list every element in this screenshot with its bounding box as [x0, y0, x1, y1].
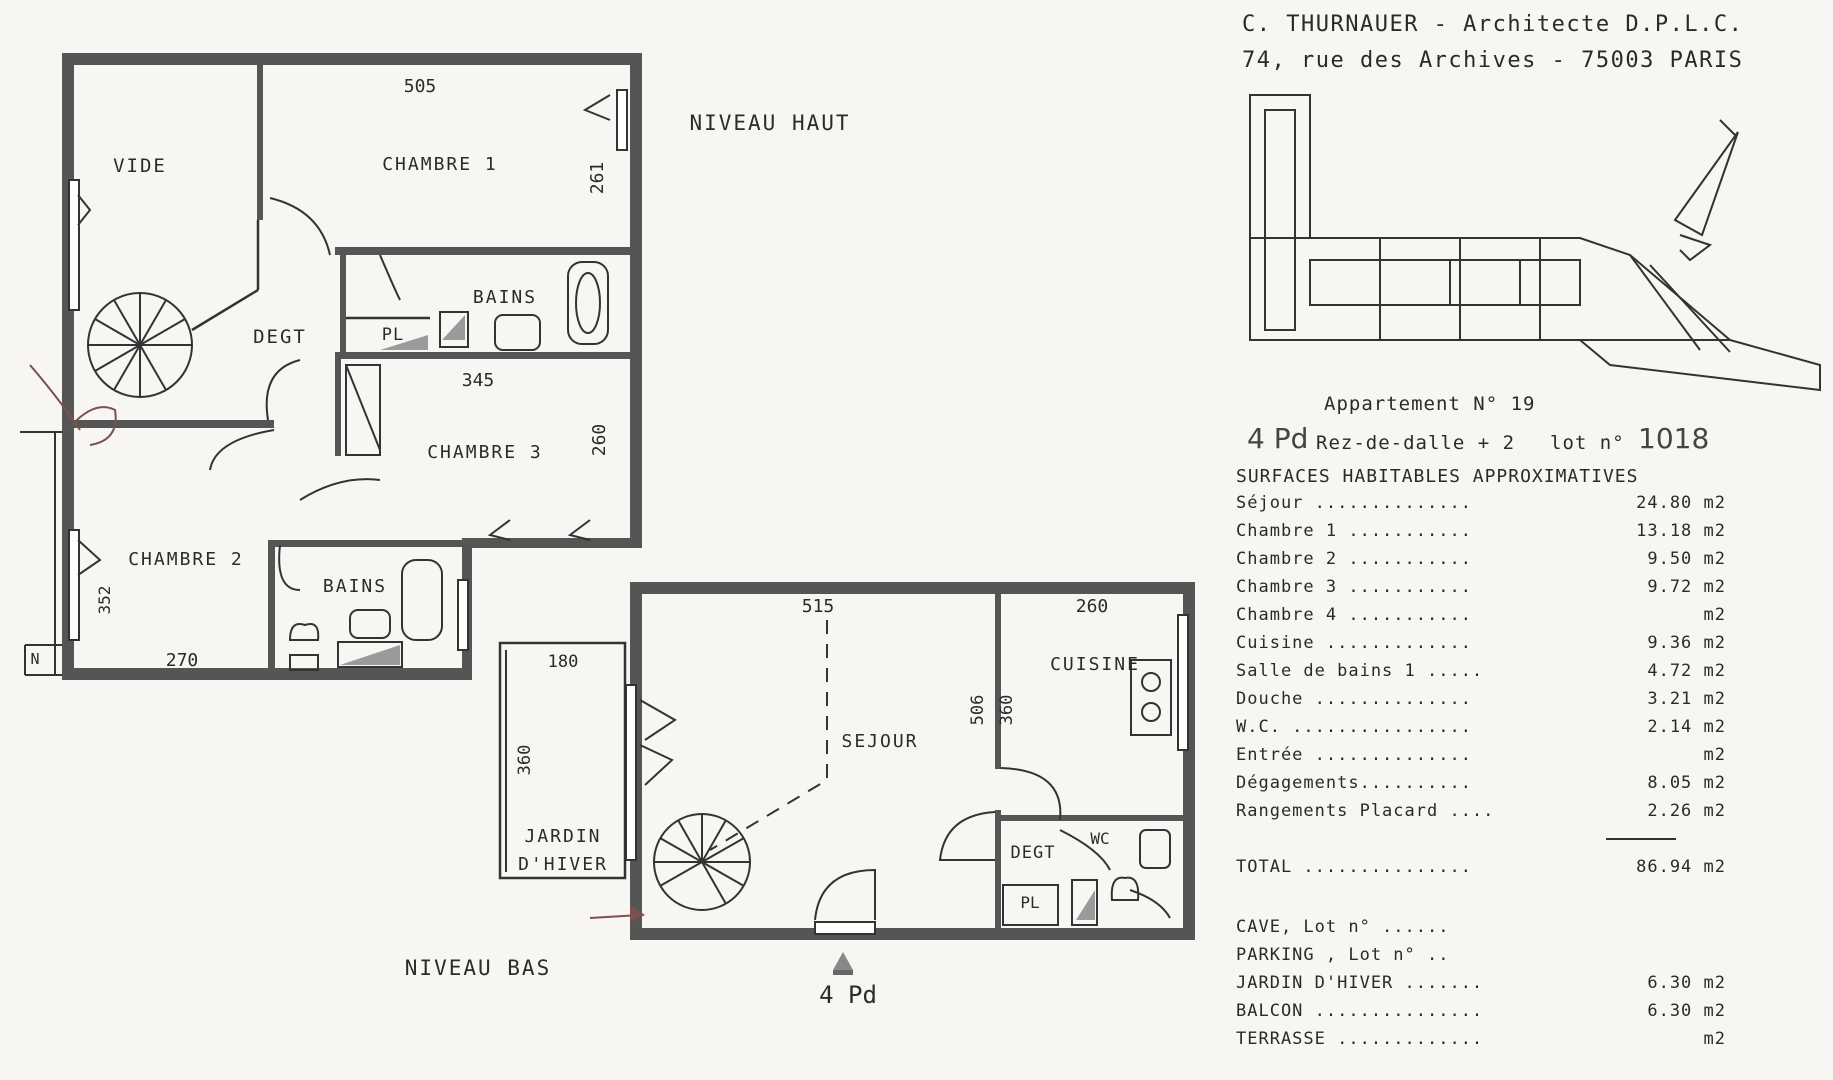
extra-value: 6.30 m2	[1647, 973, 1726, 993]
surface-label: Dégagements..........	[1236, 773, 1472, 793]
info-panel: C. THURNAUER - Architecte D.P.L.C. 74, r…	[1230, 0, 1830, 1080]
surface-row: Entrée .............. m2	[1236, 745, 1756, 771]
surface-value: 2.14 m2	[1647, 717, 1726, 737]
room-label-chambre-2: CHAMBRE 2	[128, 549, 244, 570]
architect-name: C. THURNAUER - Architecte D.P.L.C.	[1242, 12, 1744, 37]
room-label-degt-upper: DEGT	[253, 326, 307, 348]
apartment-number: Appartement N° 19	[1324, 393, 1536, 415]
apartment-type: 4 Pd	[1247, 422, 1309, 455]
surface-row: Chambre 4 ........... m2	[1236, 605, 1756, 631]
surface-row: Douche .............. 3.21 m2	[1236, 689, 1756, 715]
room-label-pl-upper: PL	[382, 325, 404, 345]
surface-row: Dégagements.......... 8.05 m2	[1236, 773, 1756, 799]
surface-label: Cuisine .............	[1236, 633, 1472, 653]
surface-label: W.C. ................	[1236, 717, 1472, 737]
north-marker: N	[30, 650, 39, 668]
extra-row: CAVE, Lot n° ......	[1236, 917, 1756, 943]
extra-value: m2	[1703, 1029, 1726, 1049]
surface-row: Chambre 2 ........... 9.50 m2	[1236, 549, 1756, 575]
surface-label: Rangements Placard ....	[1236, 801, 1495, 821]
extra-label: TERRASSE .............	[1236, 1029, 1484, 1049]
surface-value: m2	[1703, 745, 1726, 765]
dimension-345: 345	[462, 370, 495, 391]
room-label-bains-lower: BAINS	[323, 576, 387, 597]
surface-row: Séjour .............. 24.80 m2	[1236, 493, 1756, 519]
surface-value: 86.94 m2	[1636, 857, 1726, 877]
lot-number: 1018	[1638, 422, 1710, 455]
upper-level-plan	[20, 53, 642, 680]
surface-row: Chambre 3 ........... 9.72 m2	[1236, 577, 1756, 603]
lot-label: lot n°	[1550, 432, 1625, 454]
dimension-270: 270	[166, 650, 199, 671]
extra-label: CAVE, Lot n° ......	[1236, 917, 1450, 937]
surface-value: m2	[1703, 605, 1726, 625]
surface-row: W.C. ................ 2.14 m2	[1236, 717, 1756, 743]
surface-value: 4.72 m2	[1647, 661, 1726, 681]
dimension-180: 180	[548, 652, 579, 672]
room-label-chambre-1: CHAMBRE 1	[382, 154, 498, 175]
surface-label: Chambre 4 ...........	[1236, 605, 1472, 625]
surface-value: 8.05 m2	[1647, 773, 1726, 793]
extra-value: 6.30 m2	[1647, 1001, 1726, 1021]
surface-label: Salle de bains 1 .....	[1236, 661, 1484, 681]
extra-label: JARDIN D'HIVER .......	[1236, 973, 1484, 993]
room-label-sejour: SEJOUR	[841, 731, 918, 752]
extra-label: BALCON ...............	[1236, 1001, 1484, 1021]
entrance-label: 4 Pd	[819, 981, 877, 1009]
surface-value: 13.18 m2	[1636, 521, 1726, 541]
extra-row: TERRASSE ............. m2	[1236, 1029, 1756, 1055]
dimension-261: 261	[587, 162, 608, 195]
surface-value: 3.21 m2	[1647, 689, 1726, 709]
room-label-cuisine: CUISINE	[1050, 654, 1140, 675]
level-label-upper: NIVEAU HAUT	[689, 111, 850, 135]
surface-label: Douche ..............	[1236, 689, 1472, 709]
room-label-chambre-3: CHAMBRE 3	[427, 442, 543, 463]
dimension-515: 515	[802, 596, 835, 617]
extra-row: BALCON ............... 6.30 m2	[1236, 1001, 1756, 1027]
dimension-360-cuisine: 360	[997, 695, 1017, 726]
room-label-d-hiver: D'HIVER	[518, 854, 608, 875]
dimension-360-jardin: 360	[515, 745, 535, 776]
surface-label: TOTAL ...............	[1236, 857, 1472, 877]
surface-label: Chambre 3 ...........	[1236, 577, 1472, 597]
surface-label: Séjour ..............	[1236, 493, 1472, 513]
total-rule	[1606, 838, 1676, 840]
apartment-level: Rez-de-dalle + 2	[1316, 432, 1516, 454]
architect-address: 74, rue des Archives - 75003 PARIS	[1242, 48, 1744, 73]
room-label-pl-lower: PL	[1020, 893, 1039, 912]
room-label-degt-lower: DEGT	[1011, 843, 1056, 863]
dimension-260-cuisine: 260	[1076, 596, 1109, 617]
surface-row: Salle de bains 1 ..... 4.72 m2	[1236, 661, 1756, 687]
surface-value: 9.36 m2	[1647, 633, 1726, 653]
surfaces-heading: SURFACES HABITABLES APPROXIMATIVES	[1236, 466, 1639, 487]
room-label-vide: VIDE	[113, 155, 167, 177]
surface-value: 24.80 m2	[1636, 493, 1726, 513]
dimension-260-chambre-3: 260	[589, 424, 610, 457]
dimension-505: 505	[404, 76, 437, 97]
extra-label: PARKING , Lot n° ..	[1236, 945, 1450, 965]
surface-value: 9.50 m2	[1647, 549, 1726, 569]
surface-row: Rangements Placard .... 2.26 m2	[1236, 801, 1756, 827]
surface-label: Chambre 1 ...........	[1236, 521, 1472, 541]
level-label-lower: NIVEAU BAS	[405, 956, 551, 980]
surface-value: 2.26 m2	[1647, 801, 1726, 821]
surface-value: 9.72 m2	[1647, 577, 1726, 597]
surface-row: Chambre 1 ........... 13.18 m2	[1236, 521, 1756, 547]
room-label-bains-upper: BAINS	[473, 287, 537, 308]
room-label-wc: WC	[1090, 829, 1109, 848]
surface-label: Chambre 2 ...........	[1236, 549, 1472, 569]
surface-label: Entrée ..............	[1236, 745, 1472, 765]
floor-plan: VIDE CHAMBRE 1 DEGT BAINS PL CHAMBRE 3 C…	[20, 53, 1195, 1009]
extra-row: JARDIN D'HIVER ....... 6.30 m2	[1236, 973, 1756, 999]
lower-level-plan	[498, 582, 1195, 975]
site-plan	[1249, 94, 1821, 392]
dimension-352: 352	[95, 586, 114, 615]
surface-row: TOTAL ............... 86.94 m2	[1236, 857, 1756, 883]
surface-row: Cuisine ............. 9.36 m2	[1236, 633, 1756, 659]
dimension-506: 506	[968, 695, 988, 726]
room-label-jardin: JARDIN	[524, 826, 601, 847]
extra-row: PARKING , Lot n° ..	[1236, 945, 1756, 971]
